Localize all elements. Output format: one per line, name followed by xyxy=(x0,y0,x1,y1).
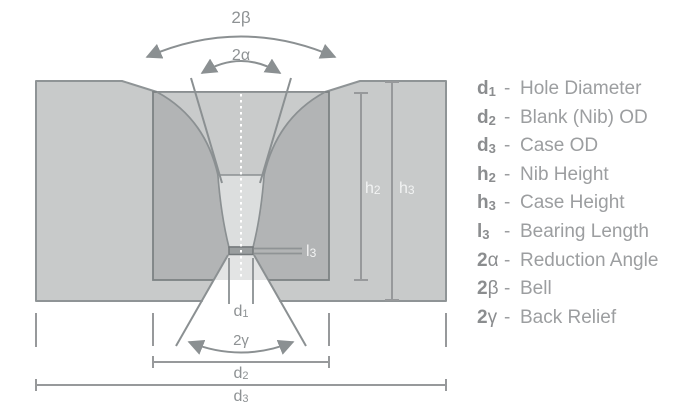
reduction-angle-label: 2α xyxy=(232,47,250,64)
legend-description: Hole Diameter xyxy=(520,78,642,99)
legend-description: Bearing Length xyxy=(520,220,649,242)
legend-separator: - xyxy=(504,249,511,271)
reduction-angle-arc xyxy=(200,58,282,74)
legend-symbol: 2α xyxy=(477,249,499,271)
legend-separator: - xyxy=(504,78,511,99)
legend-separator: - xyxy=(504,135,511,157)
legend-description: Nib Height xyxy=(520,163,609,185)
legend-separator: - xyxy=(504,278,511,300)
d3-dimension-line xyxy=(35,313,447,391)
legend-item-2beta: 2β - Bell xyxy=(477,278,692,307)
legend-description: Case Height xyxy=(520,192,625,214)
legend-symbol: h2 xyxy=(477,163,496,185)
l3-callout-lines xyxy=(254,247,302,255)
d1-extension-lines xyxy=(228,258,254,304)
legend-description: Back Relief xyxy=(520,306,617,328)
back-relief-upper-shape xyxy=(214,255,268,280)
legend-item-2gamma: 2γ - Back Relief xyxy=(477,307,692,336)
legend-description: Case OD xyxy=(520,135,599,157)
back-relief-angle-label: 2γ xyxy=(233,332,249,349)
legend-description: Blank (Nib) OD xyxy=(520,106,648,128)
legend-symbol: d3 xyxy=(477,135,496,157)
legend-item-d1: d1 - Hole Diameter xyxy=(477,78,692,107)
back-relief-line-right xyxy=(253,254,307,347)
legend-symbol: d1 xyxy=(477,78,496,99)
back-relief-lower-shape xyxy=(202,280,280,301)
legend-separator: - xyxy=(504,163,511,185)
legend-symbol: l3 xyxy=(477,220,490,242)
d2-dimension-line xyxy=(152,313,330,368)
legend-symbol: d2 xyxy=(477,106,496,128)
legend-symbol: 2β xyxy=(477,278,499,300)
h2-dimension-line xyxy=(354,92,368,281)
d1-label: d1 xyxy=(233,303,248,320)
legend-description: Reduction Angle xyxy=(520,249,659,271)
legend-separator: - xyxy=(504,192,511,214)
bell-angle-arc xyxy=(145,35,337,59)
h2-label: h2 xyxy=(365,180,381,197)
back-relief-line-left xyxy=(175,254,229,347)
d2-label: d2 xyxy=(233,365,248,382)
reduction-angle-line-left xyxy=(190,77,223,184)
legend-item-h3: h3 - Case Height xyxy=(477,192,692,221)
legend-description: Bell xyxy=(520,278,552,300)
legend-separator: - xyxy=(504,220,511,242)
l3-label: l3 xyxy=(306,243,317,260)
legend: d1 - Hole Diameter d2 - Blank (Nib) OD d… xyxy=(477,78,692,335)
legend-item-d3: d3 - Case OD xyxy=(477,135,692,164)
legend-item-h2: h2 - Nib Height xyxy=(477,164,692,193)
legend-item-d2: d2 - Blank (Nib) OD xyxy=(477,107,692,136)
back-relief-angle-arc xyxy=(187,339,295,355)
legend-symbol: h3 xyxy=(477,192,496,214)
reduction-angle-line-right xyxy=(259,77,292,184)
bell-angle-label: 2β xyxy=(231,8,250,27)
legend-separator: - xyxy=(504,106,511,128)
h3-label: h3 xyxy=(399,180,415,197)
d3-label: d3 xyxy=(233,388,248,405)
legend-item-2alpha: 2α - Reduction Angle xyxy=(477,250,692,279)
h3-dimension-line xyxy=(385,81,399,301)
legend-item-l3: l3 - Bearing Length xyxy=(477,221,692,250)
legend-separator: - xyxy=(504,306,511,328)
legend-symbol: 2γ xyxy=(477,306,498,328)
